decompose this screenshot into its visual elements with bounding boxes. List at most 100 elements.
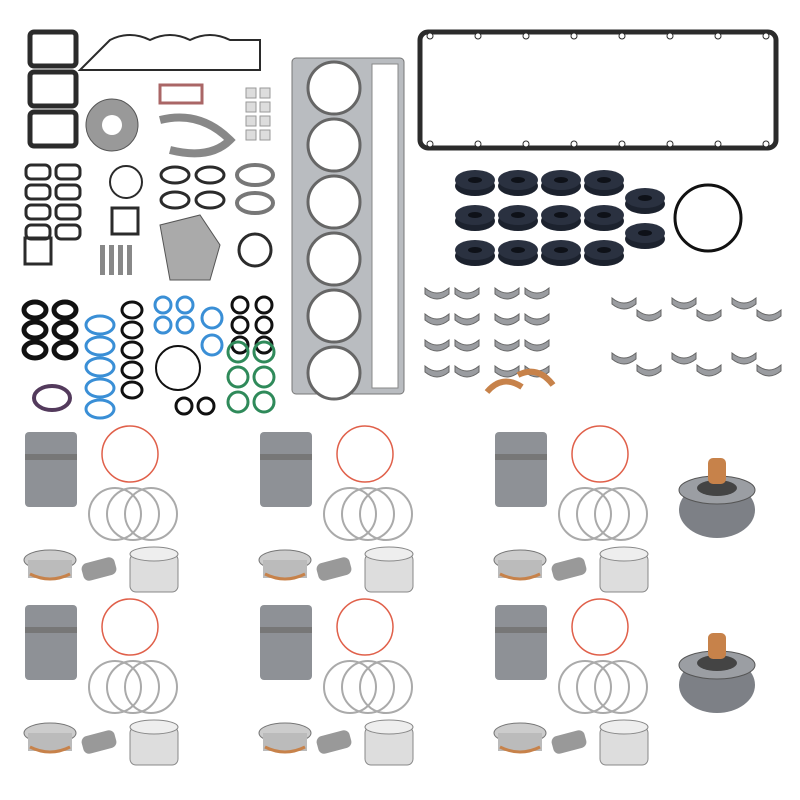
bearing-shell bbox=[636, 363, 662, 377]
piston-crown bbox=[364, 719, 414, 735]
piston-ring-icon bbox=[594, 660, 648, 714]
cylinder-liner-icon bbox=[260, 432, 312, 507]
bearing-shell bbox=[671, 351, 697, 365]
head-gasket-icon bbox=[291, 57, 405, 401]
exhaust-gasket bbox=[24, 203, 52, 221]
seal-hole bbox=[638, 195, 652, 201]
piston-ring-icon bbox=[341, 487, 395, 541]
o-ring bbox=[254, 315, 274, 335]
thermostat-spring bbox=[697, 655, 737, 671]
bolt-hole bbox=[618, 32, 626, 40]
large-o-ring bbox=[673, 183, 743, 253]
flange-gasket bbox=[23, 236, 53, 266]
liner-seal-ring bbox=[101, 425, 159, 483]
seal-hole bbox=[554, 212, 568, 218]
bearing-icon bbox=[424, 286, 782, 395]
cylinder-bore bbox=[306, 117, 362, 173]
blue-o-ring bbox=[84, 398, 116, 420]
connecting-rod-bushing bbox=[29, 572, 71, 581]
o-ring bbox=[51, 299, 79, 321]
bolt-hole bbox=[666, 32, 674, 40]
seal-hole bbox=[468, 247, 482, 253]
piston-skirt bbox=[498, 560, 542, 578]
thrust-washer bbox=[484, 378, 524, 395]
piston-skirt bbox=[28, 560, 72, 578]
bolt-hole bbox=[474, 32, 482, 40]
liner-band bbox=[260, 454, 312, 460]
plate-gasket bbox=[159, 214, 221, 281]
bearing-shell bbox=[494, 312, 520, 326]
seal-hole bbox=[468, 212, 482, 218]
bearing-shell bbox=[756, 363, 782, 377]
bolt-hole bbox=[522, 32, 530, 40]
o-ring bbox=[174, 396, 194, 416]
valve-cover-gasket-icon bbox=[417, 29, 779, 151]
piston-ring-icon bbox=[576, 487, 630, 541]
piston-ring-icon bbox=[341, 660, 395, 714]
bearing-shell bbox=[454, 312, 480, 326]
port-gasket bbox=[194, 190, 226, 210]
o-ring bbox=[254, 295, 274, 315]
grommet bbox=[245, 101, 257, 113]
connecting-rod-bushing bbox=[29, 745, 71, 754]
cylinder-kit bbox=[493, 425, 649, 593]
piston-ring-icon bbox=[359, 660, 413, 714]
bolt-hole bbox=[570, 32, 578, 40]
exhaust-gasket bbox=[54, 203, 82, 221]
seal-hole bbox=[468, 177, 482, 183]
liner-seal-ring bbox=[101, 598, 159, 656]
cylinder-liner-icon bbox=[25, 432, 77, 507]
bolt-hole bbox=[714, 140, 722, 148]
blue-o-ring bbox=[175, 315, 195, 335]
bearing-shell bbox=[731, 351, 757, 365]
o-ring bbox=[32, 384, 72, 412]
o-ring bbox=[155, 345, 201, 391]
piston-crown bbox=[599, 546, 649, 562]
thrust-washer bbox=[516, 368, 556, 387]
seal-hole bbox=[511, 177, 525, 183]
port-gasket bbox=[194, 165, 226, 185]
bearing-shell bbox=[696, 363, 722, 377]
piston-ring-icon bbox=[88, 487, 142, 541]
rect-gasket bbox=[158, 83, 204, 105]
thermostat-valve bbox=[708, 633, 726, 659]
wrist-pin-icon bbox=[81, 730, 117, 754]
green-o-ring bbox=[252, 340, 276, 364]
bearing-shell bbox=[454, 364, 480, 378]
port-gasket bbox=[159, 165, 191, 185]
cylinder-liner-icon bbox=[495, 605, 547, 680]
blue-o-ring bbox=[175, 295, 195, 315]
piston-ring-icon bbox=[88, 660, 142, 714]
cylinder-bore bbox=[306, 60, 362, 116]
grommet bbox=[259, 101, 271, 113]
piston-ring-icon bbox=[594, 487, 648, 541]
bolt-hole bbox=[522, 140, 530, 148]
blue-o-ring bbox=[200, 333, 224, 357]
blue-o-ring bbox=[153, 315, 173, 335]
o-ring bbox=[230, 295, 250, 315]
exhaust-gasket bbox=[24, 163, 52, 181]
bearing-shell bbox=[424, 286, 450, 300]
bearing-shell bbox=[524, 286, 550, 300]
cylinder-kit bbox=[258, 598, 414, 766]
o-ring bbox=[21, 319, 49, 341]
o-ring bbox=[21, 299, 49, 321]
piston-ring-icon bbox=[558, 487, 612, 541]
bolt-hole bbox=[714, 32, 722, 40]
bolt-hole bbox=[426, 140, 434, 148]
liner-band bbox=[495, 627, 547, 633]
blue-o-ring bbox=[84, 335, 116, 357]
flange-gasket bbox=[110, 206, 140, 236]
bearing-shell bbox=[494, 286, 520, 300]
wrist-pin-icon bbox=[316, 730, 352, 754]
round-gasket-hole bbox=[102, 115, 122, 135]
gasket-set-icon bbox=[21, 29, 276, 420]
piston-skirt bbox=[263, 733, 307, 751]
cover-gasket bbox=[77, 34, 261, 71]
stud bbox=[118, 245, 123, 275]
seal-icon bbox=[455, 170, 743, 266]
manifold-gasket bbox=[27, 69, 79, 109]
plate-gasket bbox=[237, 232, 273, 268]
green-o-ring bbox=[252, 390, 276, 414]
